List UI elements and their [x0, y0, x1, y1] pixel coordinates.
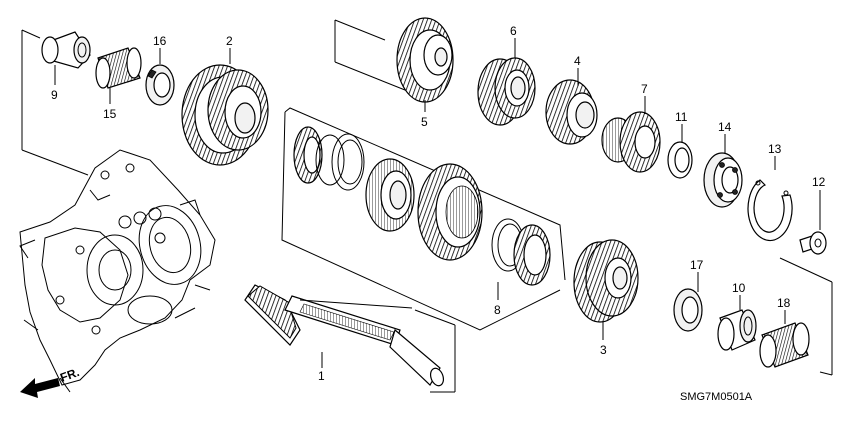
part-label-2: 2 — [226, 34, 233, 48]
bearing-14 — [703, 152, 743, 208]
seal-17 — [673, 288, 703, 332]
seal-16 — [145, 64, 175, 106]
part-label-5: 5 — [421, 115, 428, 129]
bolt-12 — [799, 231, 827, 255]
part-label-1: 1 — [318, 369, 325, 383]
part-label-16: 16 — [153, 34, 167, 48]
part-label-13: 13 — [768, 142, 782, 156]
ring-11 — [667, 141, 693, 179]
part-label-11: 11 — [675, 110, 688, 124]
part-label-12: 12 — [812, 175, 826, 189]
gear-5 — [396, 17, 454, 103]
gear-2 — [181, 64, 269, 166]
part-label-14: 14 — [718, 120, 732, 134]
part-label-4: 4 — [574, 54, 581, 68]
mainshaft — [244, 284, 456, 393]
collar-10 — [717, 309, 757, 351]
gear-4 — [545, 79, 598, 145]
part-labels: 1 2 3 4 5 6 7 8 9 10 11 12 13 14 15 16 1… — [51, 24, 826, 383]
gear-6 — [477, 57, 536, 126]
collar-9 — [41, 31, 91, 69]
front-direction-arrow: FR. — [20, 365, 81, 398]
part-label-8: 8 — [494, 303, 501, 317]
transmission-case — [19, 149, 216, 393]
needle-bearing-18 — [759, 322, 810, 368]
part-label-15: 15 — [103, 107, 117, 121]
part-label-18: 18 — [777, 296, 791, 310]
front-direction-label: FR. — [58, 365, 81, 385]
part-label-7: 7 — [641, 82, 648, 96]
part-label-9: 9 — [51, 88, 58, 102]
bracket-lines — [21, 19, 833, 376]
part-label-10: 10 — [732, 281, 746, 295]
synchro-assembly-8 — [293, 126, 551, 286]
needle-bearing-15 — [95, 47, 142, 89]
gear-3 — [573, 239, 639, 323]
gear-7 — [601, 111, 661, 173]
leader-lines — [54, 38, 821, 340]
diagram-code: SMG7M0501A — [680, 391, 753, 403]
snap-ring-13 — [747, 179, 793, 242]
part-label-6: 6 — [510, 24, 517, 38]
part-label-3: 3 — [600, 343, 607, 357]
part-label-17: 17 — [690, 258, 704, 272]
